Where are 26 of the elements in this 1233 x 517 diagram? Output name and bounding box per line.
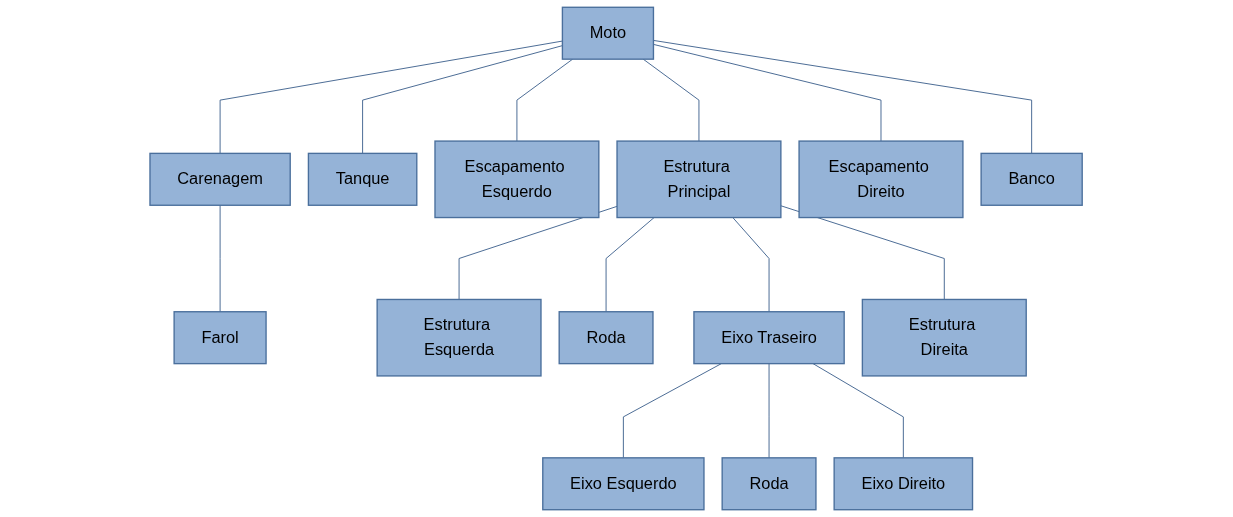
node-box: Eixo Traseiro — [693, 311, 846, 365]
connector — [459, 205, 618, 300]
connector — [813, 363, 905, 459]
connector — [643, 58, 700, 142]
connector — [516, 58, 574, 142]
node-box: Roda — [721, 457, 818, 511]
connector — [653, 43, 882, 142]
connector — [653, 39, 1033, 154]
node-box: Escapamento Esquerdo — [434, 140, 600, 219]
connector — [769, 363, 770, 459]
node-box: Eixo Direito — [833, 457, 974, 511]
node-box: Farol — [173, 311, 268, 365]
node-box: Moto — [562, 6, 655, 60]
node-box: Escapamento Direito — [798, 140, 964, 219]
node-box: Carenagem — [149, 152, 292, 206]
node-box: Estrutura Principal — [616, 140, 782, 219]
connector — [606, 217, 655, 313]
connector — [220, 204, 221, 313]
node-box: Banco — [980, 152, 1084, 206]
node-box: Eixo Esquerdo — [542, 457, 706, 511]
node-box: Tanque — [308, 152, 418, 206]
node-box: Roda — [558, 311, 655, 365]
connector — [732, 217, 770, 313]
node-box: Estrutura Esquerda — [376, 298, 543, 377]
node-box: Estrutura Direita — [862, 298, 1028, 377]
connector — [623, 363, 723, 459]
